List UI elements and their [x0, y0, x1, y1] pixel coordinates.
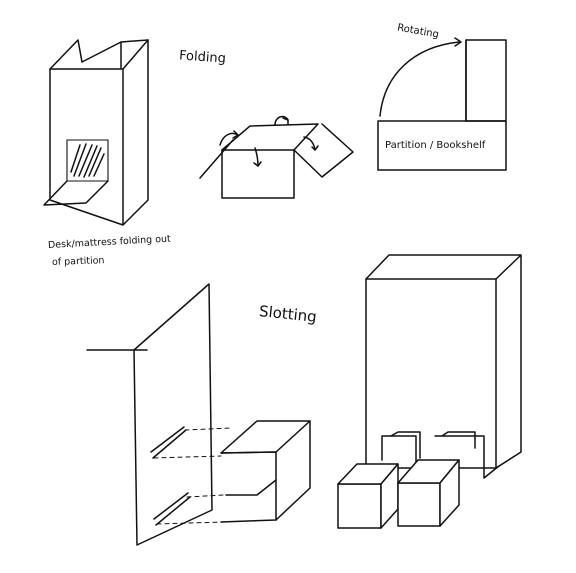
desk-partition-sketch: [43, 39, 149, 226]
rotating-sketch: [377, 37, 507, 171]
folding-sketch: [199, 115, 354, 199]
cube-left: [337, 463, 399, 529]
desk-caption-line2: of partition: [51, 255, 105, 268]
folding-label: Folding: [178, 48, 227, 67]
drawer-box-sketch: [220, 420, 311, 523]
cube-right: [397, 459, 460, 527]
slotting-shelf-sketch: [365, 254, 522, 479]
hatched-screen: [70, 143, 105, 178]
slotting-wall-sketch: [86, 283, 233, 546]
partition-bookshelf-label: Partition / Bookshelf: [385, 140, 486, 151]
